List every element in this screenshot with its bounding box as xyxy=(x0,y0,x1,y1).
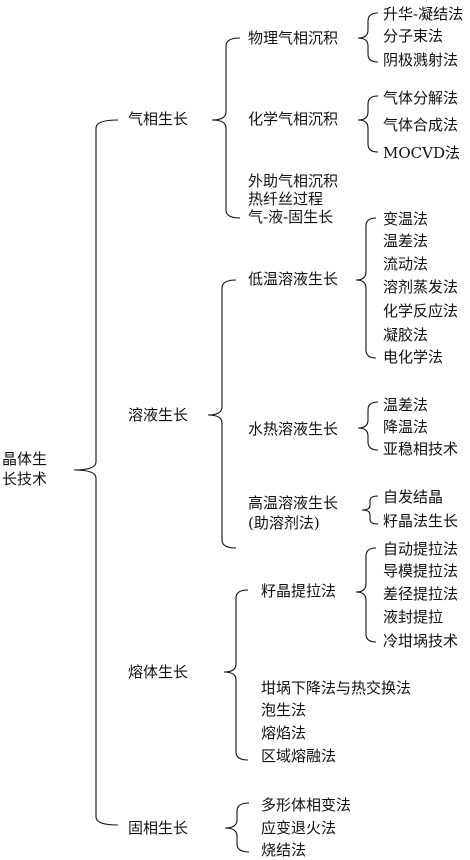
pulling-item: 导模提拉法 xyxy=(383,562,459,580)
high-temp-item: 籽晶法生长 xyxy=(383,512,459,530)
low-temp-item: 变温法 xyxy=(383,210,429,228)
melt-other-method: 泡生法 xyxy=(261,701,307,719)
melt-other-method: 熔焰法 xyxy=(261,724,307,742)
solid-method: 应变退火法 xyxy=(261,819,337,837)
pvd-item: 升华-凝结法 xyxy=(383,5,464,23)
cvd-brace xyxy=(357,95,379,153)
category-melt-growth: 熔体生长 xyxy=(128,663,189,681)
pulling-item: 液封提拉 xyxy=(383,608,444,626)
low-temp-item: 溶剂蒸发法 xyxy=(383,278,459,296)
low-temp-brace xyxy=(355,217,377,359)
solid-brace xyxy=(224,802,250,853)
hydrothermal-brace xyxy=(357,401,379,451)
cvd-item: MOCVD法 xyxy=(383,144,460,162)
low-temp-item: 温差法 xyxy=(383,232,429,250)
pvd-item: 分子束法 xyxy=(383,27,444,45)
vapor-pvd-label: 物理气相沉积 xyxy=(248,29,339,47)
melt-other-method: 坩埚下降法与热交换法 xyxy=(261,679,412,697)
root-node-line2: 长技术 xyxy=(2,470,48,488)
pvd-item: 阴极溅射法 xyxy=(383,51,459,69)
hydrothermal-item: 亚稳相技术 xyxy=(383,440,459,458)
category-solid-growth: 固相生长 xyxy=(128,819,189,837)
category-solution-growth: 溶液生长 xyxy=(128,406,189,424)
vapor-brace xyxy=(211,37,241,219)
category-vapor-growth: 气相生长 xyxy=(128,110,189,128)
root-brace xyxy=(73,119,119,826)
root-node-line1: 晶体生 xyxy=(2,450,48,468)
solution-high-temp-sublabel: (助溶剂法) xyxy=(248,514,320,532)
melt-brace xyxy=(223,589,249,761)
solid-method: 多形体相变法 xyxy=(261,796,352,814)
cvd-item: 气体分解法 xyxy=(383,89,459,107)
high-temp-item: 自发结晶 xyxy=(383,488,444,506)
low-temp-item: 流动法 xyxy=(383,255,429,273)
vapor-vls-label: 气-液-固生长 xyxy=(248,208,334,226)
hydrothermal-item: 温差法 xyxy=(383,396,429,414)
solid-method: 烧结法 xyxy=(261,841,307,859)
low-temp-item: 电化学法 xyxy=(383,348,444,366)
vapor-assisted-label: 外助气相沉积 xyxy=(248,172,339,190)
melt-other-method: 区域熔融法 xyxy=(261,747,337,765)
solution-high-temp-label: 高温溶液生长 xyxy=(248,494,339,512)
low-temp-item: 化学反应法 xyxy=(383,302,459,320)
pulling-item: 自动提拉法 xyxy=(383,540,459,558)
solution-brace xyxy=(207,279,237,549)
vapor-hot-filament-label: 热纤丝过程 xyxy=(248,190,324,208)
solution-hydrothermal-label: 水热溶液生长 xyxy=(248,420,339,438)
pulling-item: 冷坩埚技术 xyxy=(383,632,459,650)
pvd-brace xyxy=(357,12,379,63)
low-temp-item: 凝胶法 xyxy=(383,326,429,344)
melt-pulling-label: 籽晶提拉法 xyxy=(261,582,337,600)
vapor-cvd-label: 化学气相沉积 xyxy=(248,110,339,128)
hydrothermal-item: 降温法 xyxy=(383,418,429,436)
pulling-brace xyxy=(355,547,377,643)
solution-low-temp-label: 低温溶液生长 xyxy=(248,270,339,288)
pulling-item: 差径提拉法 xyxy=(383,585,459,603)
cvd-item: 气体合成法 xyxy=(383,116,459,134)
high-temp-brace xyxy=(361,495,379,525)
